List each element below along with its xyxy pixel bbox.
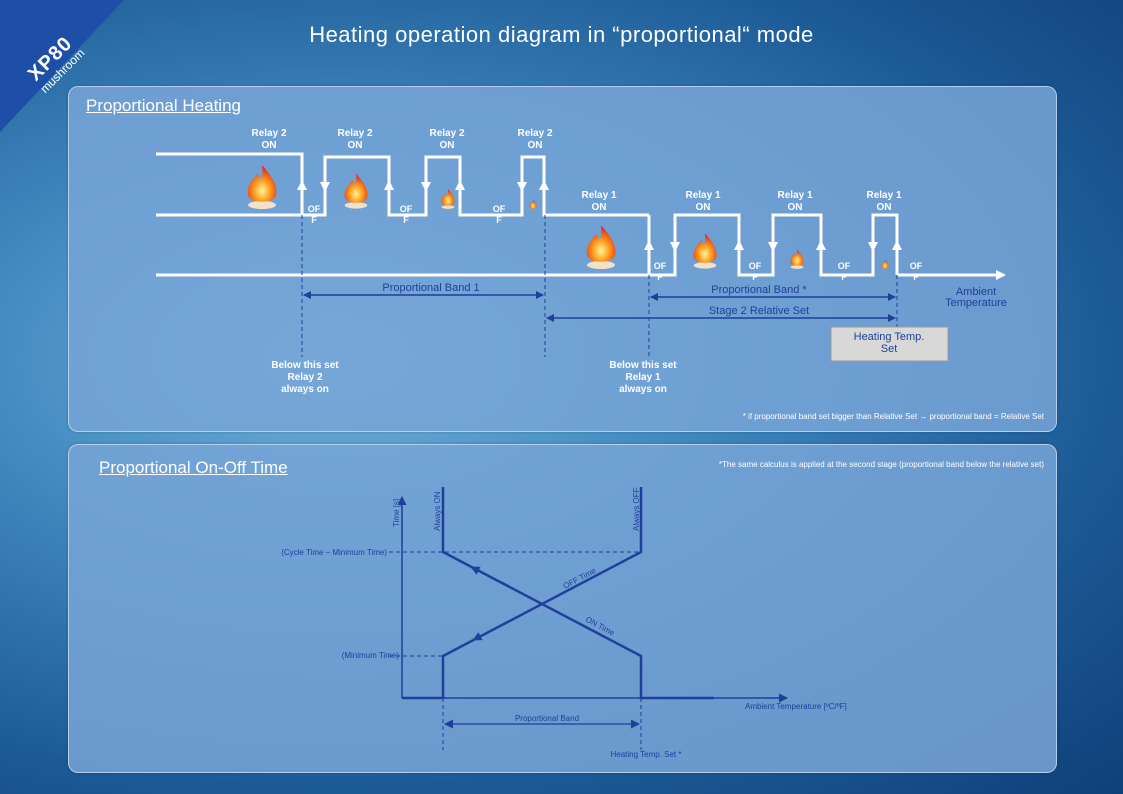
cycle-minus-min-label: (Cycle Time – Minimum Time) bbox=[281, 548, 387, 557]
relay-on-label: ON bbox=[262, 140, 277, 151]
proportional-on-off-panel: Proportional On-Off Time *The same calcu… bbox=[68, 444, 1057, 773]
flame-icon bbox=[441, 189, 455, 209]
minimum-time-label: (Minimum Time) bbox=[342, 651, 400, 660]
relay-on-label: ON bbox=[696, 202, 711, 213]
ambient-label: Ambient bbox=[956, 286, 996, 298]
panel-title: Proportional Heating bbox=[86, 96, 241, 115]
on-off-time-chart: (Cycle Time – Minimum Time) (Minimum Tim… bbox=[281, 487, 847, 759]
relay-on-label: ON bbox=[788, 202, 803, 213]
relay-label: Relay 2 bbox=[251, 128, 286, 139]
stage2-label: Stage 2 Relative Set bbox=[709, 305, 809, 317]
relay-on-label: ON bbox=[877, 202, 892, 213]
relay-off-label: OF bbox=[308, 204, 321, 214]
relay-off-label: OF bbox=[654, 261, 667, 271]
relay1-signal bbox=[156, 213, 1006, 280]
relay-off-label-2: F bbox=[841, 272, 847, 282]
brand-corner: XP80 mushroom bbox=[0, 0, 124, 132]
flame-icon bbox=[247, 165, 277, 209]
relay-on-label: ON bbox=[528, 140, 543, 151]
relay-on-label: ON bbox=[440, 140, 455, 151]
band1-label: Proportional Band 1 bbox=[382, 282, 479, 294]
relay-off-label-2: F bbox=[752, 272, 758, 282]
heating-set-label-2: Set bbox=[881, 343, 898, 355]
flame-icon bbox=[344, 173, 368, 209]
relay-off-label: OF bbox=[910, 261, 923, 271]
relay-off-label: OF bbox=[400, 204, 413, 214]
below-set-label: Below this set bbox=[609, 360, 677, 371]
relay-label: Relay 1 bbox=[866, 190, 901, 201]
relay-label: Relay 2 bbox=[337, 128, 372, 139]
relay-off-label: OF bbox=[493, 204, 506, 214]
prop-band-label: Proportional Band bbox=[515, 714, 579, 723]
relay-off-label-2: F bbox=[913, 272, 919, 282]
ambient-label-2: Temperature bbox=[945, 297, 1007, 309]
relay-on-label: ON bbox=[592, 202, 607, 213]
below-set-label: always on bbox=[619, 384, 667, 395]
below-set-label: Relay 1 bbox=[625, 372, 660, 383]
time-curves bbox=[402, 487, 714, 700]
flame-icon bbox=[881, 259, 889, 269]
below-set-label: always on bbox=[281, 384, 329, 395]
panel-title: Proportional On-Off Time bbox=[99, 458, 288, 477]
flame-icon bbox=[586, 225, 616, 269]
x-axis-label: Ambient Temperature [ºC/ºF] bbox=[745, 702, 847, 711]
relay-label: Relay 1 bbox=[777, 190, 812, 201]
band-arrows bbox=[303, 291, 896, 322]
calculus-note: *The same calculus is applied at the sec… bbox=[718, 460, 1044, 469]
below-set-label: Below this set bbox=[271, 360, 339, 371]
flame-icon bbox=[693, 233, 717, 269]
page-title: Heating operation diagram in “proportion… bbox=[309, 22, 814, 47]
heating-set-label: Heating Temp. Set * bbox=[610, 750, 681, 759]
proportional-heating-diagram: Relay 2 ON Relay 2 ON Relay 2 ON Relay 2… bbox=[156, 128, 1007, 395]
below-set-label: Relay 2 bbox=[287, 372, 322, 383]
relay-off-label-2: F bbox=[657, 272, 663, 282]
switch-arrows bbox=[297, 165, 902, 272]
relay-off-label-2: F bbox=[403, 215, 409, 225]
relay-off-label-2: F bbox=[496, 215, 502, 225]
heating-set-label: Heating Temp. bbox=[854, 331, 925, 343]
relay-label: Relay 2 bbox=[517, 128, 552, 139]
band-star-label: Proportional Band * bbox=[711, 284, 807, 296]
relay-label: Relay 2 bbox=[429, 128, 464, 139]
footnote: * if proportional band set bigger than R… bbox=[742, 412, 1044, 421]
always-off-label: Always OFF bbox=[632, 487, 641, 531]
relay-label: Relay 1 bbox=[685, 190, 720, 201]
relay-off-label: OF bbox=[749, 261, 762, 271]
direction-arrows bbox=[470, 566, 510, 641]
relay-off-label-2: F bbox=[311, 215, 317, 225]
always-on-label: Always ON bbox=[433, 491, 442, 531]
relay-label: Relay 1 bbox=[581, 190, 616, 201]
axes bbox=[397, 496, 788, 703]
relay-off-label: OF bbox=[838, 261, 851, 271]
heating-temp-set-button[interactable]: Heating Temp. Set bbox=[830, 326, 949, 362]
flame-icon bbox=[790, 249, 804, 269]
flame-icon bbox=[529, 199, 537, 209]
set-markers bbox=[301, 215, 898, 357]
y-axis-label: Time [s] bbox=[392, 499, 401, 527]
relay-on-label: ON bbox=[348, 140, 363, 151]
proportional-heating-panel: Proportional Heating bbox=[68, 86, 1057, 432]
